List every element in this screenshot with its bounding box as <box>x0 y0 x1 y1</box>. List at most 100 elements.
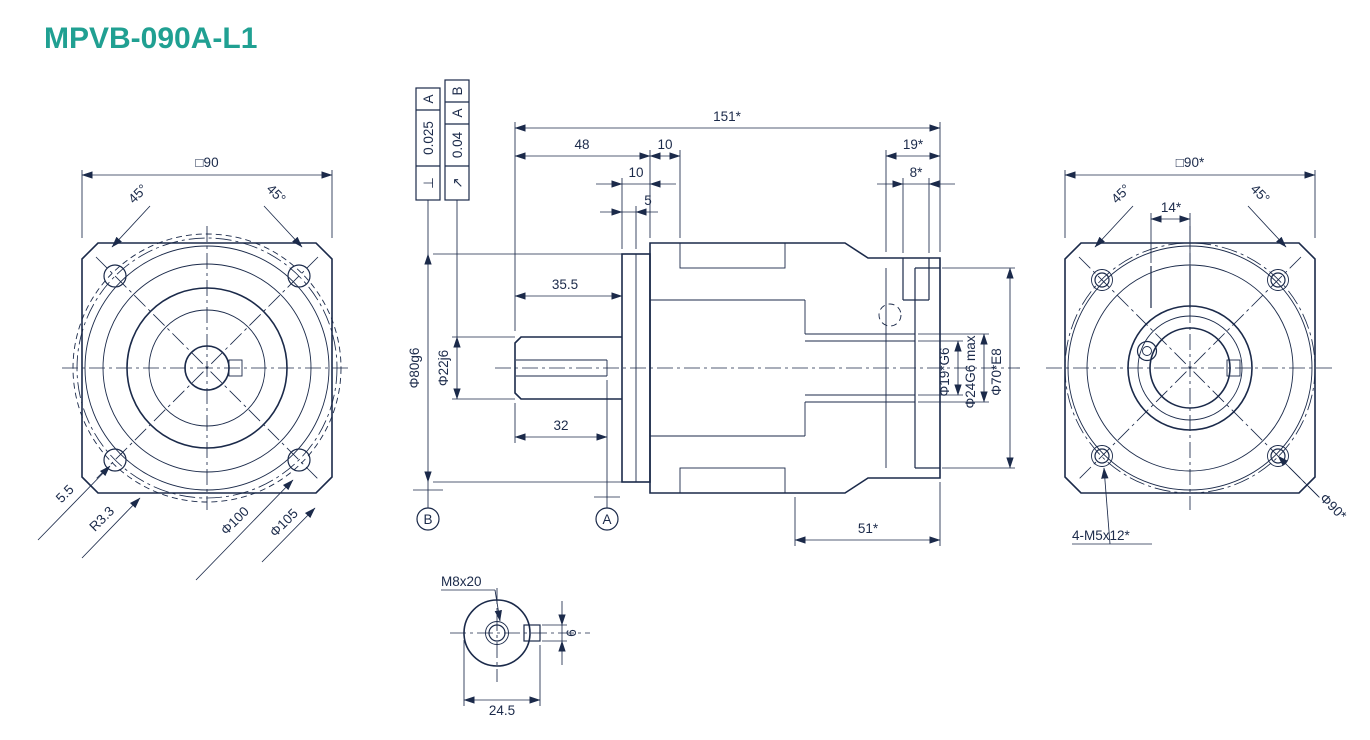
datum-a: A <box>594 443 620 531</box>
clamp-screw-hole-hidden <box>878 303 902 327</box>
tapped-hole <box>1270 272 1286 288</box>
dim-label: 8* <box>910 165 924 180</box>
tapped-hole <box>1094 272 1110 288</box>
tapped-hole-circle <box>488 624 506 642</box>
front-view: □90 45° 45° 5.5 R3.3 Φ100 Φ105 <box>37 155 352 581</box>
datum-b: B <box>413 489 443 531</box>
section-view: 151* 48 10 10 5 19* <box>407 109 1020 546</box>
shaft-end-view: M8x20 6 24.5 <box>441 574 590 718</box>
outer-circle-label: Φ105 <box>267 506 301 540</box>
tapped-hole-thread <box>1267 269 1289 291</box>
rear-collar-circle <box>1137 315 1243 421</box>
dim-19: 19* <box>885 137 941 252</box>
front-hub-circle <box>148 309 266 427</box>
rear-mounting-holes <box>1091 269 1289 467</box>
front-circle-boss <box>102 263 312 473</box>
mounting-holes-label: 4-M5x12* <box>1072 528 1131 543</box>
bolt-hole <box>287 448 311 472</box>
radius-label: R3.3 <box>86 503 117 534</box>
dia-label: Φ80g6 <box>407 348 422 389</box>
dim-shaft-dia: Φ22j6 <box>436 200 515 400</box>
bolt-hole <box>287 264 311 288</box>
dim-input-bore-dia: Φ19*G6 <box>918 340 963 397</box>
tapped-hole-thread <box>1091 445 1113 467</box>
rear-keyway <box>1226 359 1241 377</box>
dim-rear-square: □90* <box>1064 155 1316 238</box>
rear-chamfer-callouts: 45° 45° <box>1094 181 1287 248</box>
dia-label: Φ19*G6 <box>937 347 952 396</box>
front-bolt-circle-100 <box>76 237 338 499</box>
tapped-hole <box>1094 448 1110 464</box>
dim-8: 8* <box>877 165 955 253</box>
dim-motor-pilot-dia: Φ70*E8 <box>942 267 1015 469</box>
gdt-value: 0.04 <box>450 131 465 158</box>
tolerance-frames: ⊥ 0.025 A ↗ 0.04 A B <box>415 79 470 201</box>
dia-label: Φ22j6 <box>436 350 451 386</box>
chamfer-label: 45° <box>264 181 289 206</box>
dim-label: 19* <box>903 137 924 152</box>
dim-48: 48 <box>514 137 651 238</box>
tapped-hole-callout: M8x20 <box>441 574 502 622</box>
dim-5: 5 <box>600 193 658 249</box>
perpendicularity-frame: ⊥ 0.025 A <box>415 87 441 201</box>
chamfer-label: 45° <box>1108 181 1133 206</box>
dia-label: Φ70*E8 <box>989 348 1004 396</box>
dim-label: □90* <box>1176 155 1205 170</box>
gdt-symbol: ⊥ <box>421 177 436 189</box>
dim-label: 24.5 <box>489 703 515 718</box>
dim-label: 35.5 <box>552 277 578 292</box>
dim-label: 5 <box>644 193 652 208</box>
dim-key-length: 32 <box>514 380 608 443</box>
bolt-circle-label: Φ90* <box>1317 491 1350 524</box>
tapped-hole-thread <box>1091 269 1113 291</box>
rear-input-bore <box>1149 327 1231 409</box>
rear-centerlines <box>1046 226 1334 510</box>
hole-dia-label: 5.5 <box>53 482 77 506</box>
rear-view: □90* 45° 45° 14* 4-M5x12* Φ90* <box>1046 155 1350 545</box>
rear-flange-outline <box>1064 242 1316 494</box>
ring-gear-teeth-top <box>679 242 786 269</box>
drawing-title: MPVB-090A-L1 <box>44 22 257 55</box>
key-cross-section <box>523 624 541 642</box>
dim-shaft-length: 35.5 <box>514 277 623 300</box>
thread-major-circle <box>485 621 509 645</box>
gdt-datum: A <box>450 108 465 117</box>
bolt-hole <box>103 448 127 472</box>
dim-label: 51* <box>858 521 879 536</box>
clamp-slot <box>902 258 930 301</box>
bolt-hole <box>103 264 127 288</box>
dim-front-square: □90 <box>81 155 333 238</box>
gdt-symbol: ↗ <box>450 177 465 188</box>
rear-circle-boss <box>1086 264 1294 472</box>
dim-label: 48 <box>574 137 589 152</box>
front-circle-105 <box>72 233 342 503</box>
front-centerlines <box>62 226 352 510</box>
gdt-datum: A <box>421 94 436 103</box>
dim-label: 32 <box>553 418 568 433</box>
rear-clamp-screw <box>1136 340 1158 362</box>
dim-label: 10 <box>628 165 643 180</box>
dim-key-width: 6 <box>542 601 579 665</box>
datum-label: A <box>602 512 611 527</box>
shaft-keyway-lines <box>516 359 608 377</box>
internal-bore-lines <box>650 268 915 468</box>
chamfer-label: 45° <box>1248 181 1273 206</box>
dim-input-bore-max: Φ24G6 max <box>918 333 989 409</box>
dim-10-body: 10 <box>649 137 681 238</box>
dia-label: Φ24G6 max <box>963 335 978 408</box>
thread-label: M8x20 <box>441 574 482 589</box>
dim-key-offset: 24.5 <box>463 640 541 718</box>
front-bolt-holes <box>103 264 311 472</box>
dim-slot-width: 14* <box>1150 200 1191 263</box>
dim-shaft-pilot-dia: Φ80g6 <box>407 200 622 490</box>
output-shaft <box>514 336 622 400</box>
chamfer-label: 45° <box>125 181 150 206</box>
dim-label: 14* <box>1161 200 1182 215</box>
dim-label: □90 <box>195 155 218 170</box>
front-keyway <box>228 359 243 377</box>
front-leader-callouts: 5.5 R3.3 Φ100 Φ105 <box>37 465 316 581</box>
motor-pilot-recess <box>914 267 940 469</box>
ring-gear-teeth-bottom <box>679 467 786 494</box>
